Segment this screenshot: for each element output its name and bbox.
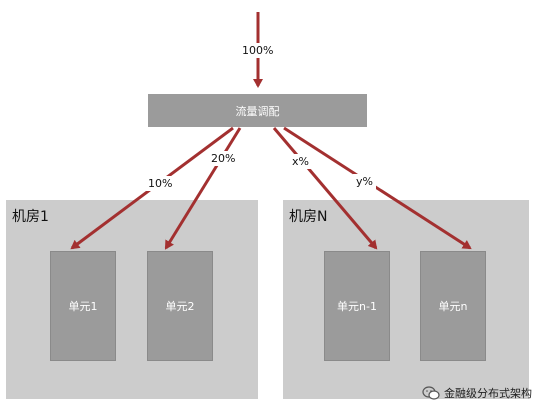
- unit-n: 单元n: [420, 251, 486, 361]
- room-1: 机房1: [6, 200, 258, 399]
- unit-1: 单元1: [50, 251, 116, 361]
- room-1-label: 机房1: [12, 209, 49, 225]
- unit-2: 单元2: [147, 251, 213, 361]
- arrow-to-unit-n: [283, 126, 472, 250]
- split-y-label: y%: [353, 174, 376, 189]
- unit-1-label: 单元1: [68, 300, 98, 313]
- unit-n-minus-1: 单元n-1: [324, 251, 390, 361]
- split-20-label: 20%: [208, 151, 239, 166]
- unit-n-label: 单元n: [438, 300, 468, 313]
- top-percentage: 100%: [239, 43, 277, 58]
- unit-2-label: 单元2: [165, 300, 195, 313]
- arrow-to-unit-n-minus-1: [272, 127, 378, 250]
- watermark: 金融级分布式架构: [422, 385, 532, 401]
- wechat-icon: [422, 386, 440, 400]
- room-n-label: 机房N: [289, 209, 328, 225]
- watermark-text: 金融级分布式架构: [444, 387, 532, 400]
- split-10-label: 10%: [145, 176, 176, 191]
- traffic-router: 流量调配: [148, 94, 367, 127]
- unit-n-minus-1-label: 单元n-1: [337, 300, 377, 313]
- arrow-to-unit-2: [164, 127, 242, 250]
- split-x-label: x%: [289, 154, 312, 169]
- traffic-router-label: 流量调配: [235, 104, 280, 118]
